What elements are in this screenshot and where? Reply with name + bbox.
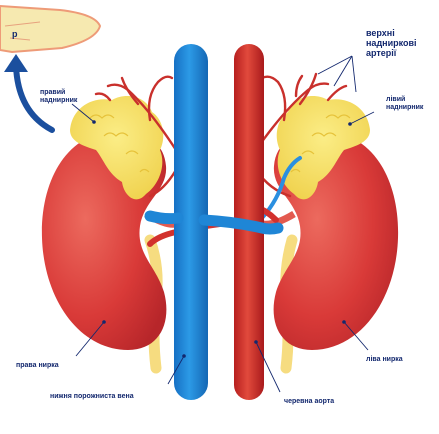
label-line: правий	[40, 89, 77, 97]
label-right-adrenal: правий наднирник	[40, 89, 77, 105]
label-right-kidney: права нирка	[16, 362, 59, 370]
label-left-adrenal: лівий наднирник	[386, 96, 423, 112]
label-line: верхні	[366, 28, 417, 38]
inset-text: р	[12, 30, 18, 38]
label-abdominal-aorta: черевна аорта	[284, 398, 334, 406]
label-left-kidney: ліва нирка	[366, 356, 403, 364]
label-line: артерії	[366, 48, 417, 58]
label-inferior-vena-cava: нижня порожниста вена	[50, 393, 134, 401]
label-superior-adrenal-arteries: верхні надниркові артерії	[366, 28, 417, 58]
label-line: наднирник	[386, 104, 423, 112]
label-line: наднирник	[40, 97, 77, 105]
label-line: лівий	[386, 96, 423, 104]
label-line: надниркові	[366, 38, 417, 48]
